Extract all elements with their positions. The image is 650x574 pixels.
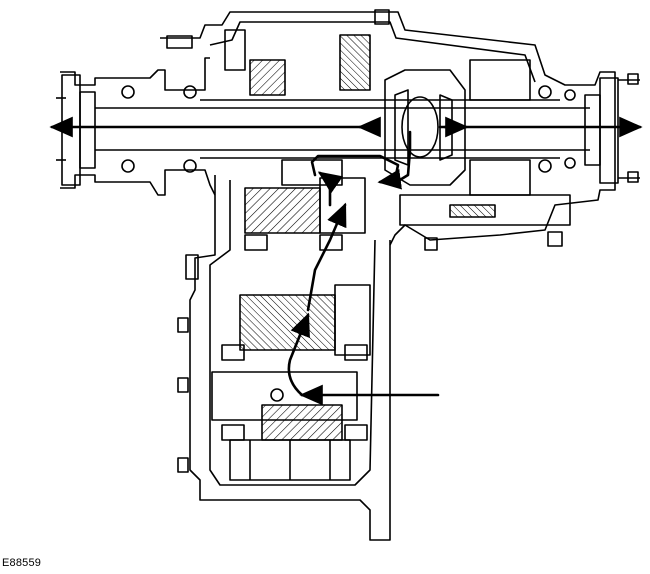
lower-gear-center [270, 388, 284, 402]
power-flow-chain [317, 171, 344, 207]
middle-gear [239, 294, 336, 351]
front-bearings [121, 85, 576, 173]
intermediate-gear [244, 187, 321, 234]
input-spline [166, 35, 193, 49]
left-flange-top [60, 57, 210, 91]
power-flow-loop [310, 154, 402, 190]
intermediate-gear-hub [319, 177, 366, 234]
rear-gear-pack [469, 59, 531, 101]
drive-chain-gear [399, 194, 571, 226]
lower-gear-hatched [261, 404, 343, 441]
upper-housing-outline [160, 11, 616, 246]
upper-gear-right [339, 34, 371, 91]
input-gear-upper [249, 59, 286, 96]
differential-pinion [401, 96, 439, 158]
power-flow-upper [306, 202, 347, 312]
upper-housing-inner [209, 21, 536, 83]
figure-id-label: E88559 [2, 557, 42, 569]
rear-flange-nut [627, 171, 639, 183]
power-flow-to-diff [393, 130, 412, 185]
chain-teeth [449, 204, 496, 218]
middle-gear-hub [334, 284, 371, 356]
right-bolt [424, 237, 438, 251]
differential-gear-right [439, 94, 453, 161]
upper-gear-left [224, 29, 246, 71]
front-output-flange-inner [79, 91, 96, 169]
top-nut [374, 9, 390, 25]
power-flow-path [287, 312, 310, 397]
lower-housing-inner [209, 180, 376, 486]
right-bolt-2 [547, 231, 563, 247]
front-output-flange [61, 74, 81, 186]
lower-housing-outline [189, 175, 391, 541]
left-flange-bottom [60, 169, 216, 196]
rear-gear-pack-lower [469, 159, 531, 196]
bottom-gear-teeth [249, 440, 331, 480]
rear-flange-nut [627, 73, 639, 85]
housing-bolts [177, 254, 199, 473]
rear-output-flange-inner [584, 94, 601, 166]
